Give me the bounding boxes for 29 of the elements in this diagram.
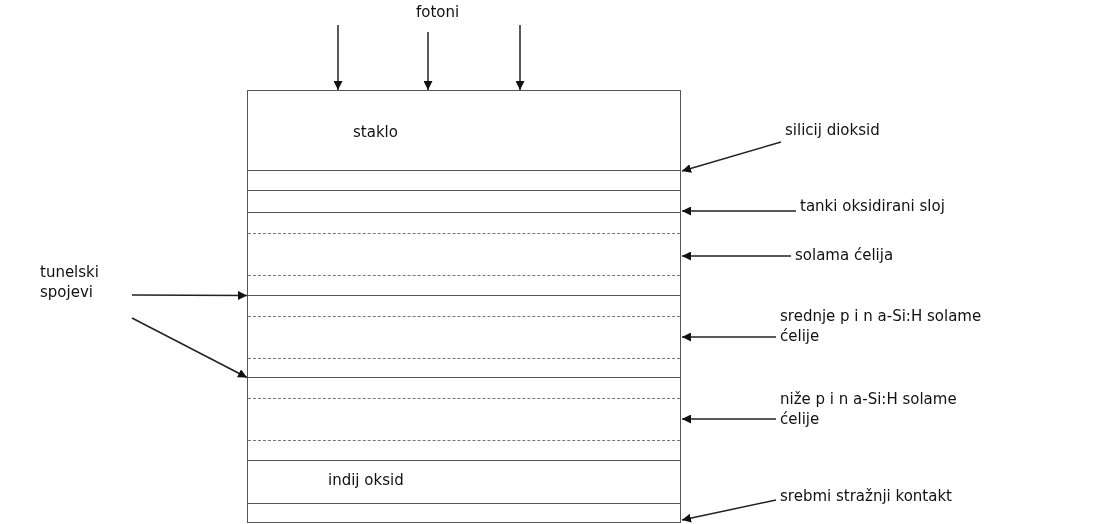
- cell-layer: [247, 295, 681, 378]
- leader-line: [681, 206, 797, 216]
- thin-layer: [247, 170, 681, 191]
- callout-text: silicij dioksid: [785, 120, 945, 140]
- callout-text: tunelski spojevi: [40, 262, 132, 302]
- leader-line: [681, 499, 777, 523]
- leader-line: [131, 317, 248, 379]
- label-text: fotoni: [416, 3, 460, 21]
- leader-line: [681, 141, 782, 173]
- cell-layer: [247, 377, 681, 461]
- arrow: [423, 31, 433, 91]
- material-layer: [247, 90, 681, 171]
- thin-layer: [247, 190, 681, 213]
- thin-layer: [247, 503, 681, 523]
- material-layer: [247, 460, 681, 504]
- cell-layer: [247, 212, 681, 296]
- callout-text: solama ćelija: [795, 245, 945, 265]
- layer-name: staklo: [353, 123, 398, 141]
- leader-line: [681, 251, 792, 261]
- leader-line: [681, 414, 777, 424]
- leader-line: [681, 332, 777, 342]
- arrow: [333, 24, 343, 91]
- callout-text: srebmi stražnji kontakt: [780, 486, 1000, 506]
- callout-text: tanki oksidirani sloj: [800, 196, 1000, 216]
- arrow: [515, 24, 525, 91]
- callout-text: srednje p i n a-Si:H solame ćelije: [780, 306, 1005, 346]
- callout-text: niže p i n a-Si:H solame ćelije: [780, 389, 980, 429]
- leader-line: [131, 290, 248, 300]
- layer-name: indij oksid: [328, 471, 404, 489]
